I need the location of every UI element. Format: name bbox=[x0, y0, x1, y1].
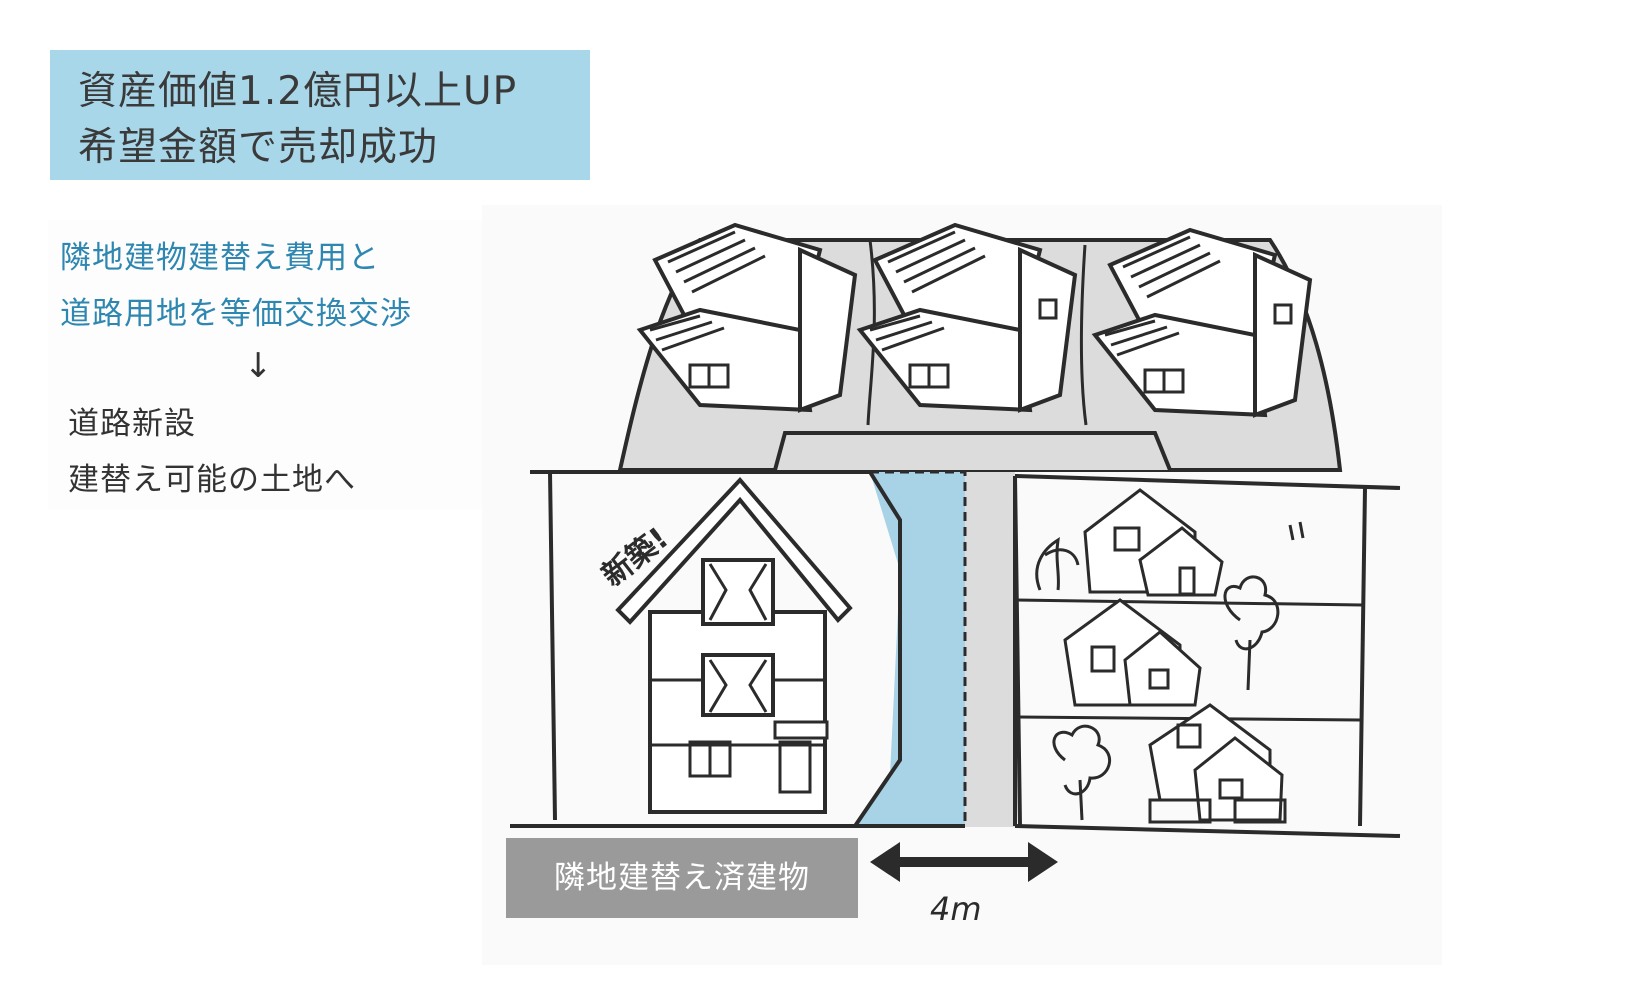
top-house-middle bbox=[856, 222, 1078, 413]
negotiation-text-1: 隣地建物建替え費用と bbox=[60, 240, 380, 276]
neighbor-rebuilt-label: 隣地建替え済建物 bbox=[506, 838, 858, 918]
top-house-right bbox=[1091, 227, 1313, 418]
down-arrow-icon: ↓ bbox=[244, 346, 273, 386]
road-width-label: 4m bbox=[930, 890, 982, 928]
road-width-arrow bbox=[870, 842, 1058, 882]
central-road bbox=[965, 472, 1015, 827]
negotiation-text-2: 道路用地を等価交換交渉 bbox=[60, 296, 412, 332]
result-text-2: 建替え可能の土地へ bbox=[68, 462, 356, 498]
site-illustration: 新築! bbox=[482, 205, 1442, 965]
side-notes: 隣地建物建替え費用と 道路用地を等価交換交渉 ↓ 道路新設 建替え可能の土地へ bbox=[48, 220, 518, 510]
plants bbox=[1035, 521, 1305, 821]
headline-line-1: 資産価値1.2億円以上UP bbox=[78, 69, 518, 114]
top-house-left bbox=[636, 222, 858, 413]
headline-line-2: 希望金額で売却成功 bbox=[78, 125, 439, 170]
new-road-strip bbox=[855, 472, 965, 826]
headline-box: 資産価値1.2億円以上UP 希望金額で売却成功 bbox=[50, 50, 590, 180]
old-houses bbox=[1063, 488, 1287, 824]
result-text-1: 道路新設 bbox=[68, 406, 196, 442]
